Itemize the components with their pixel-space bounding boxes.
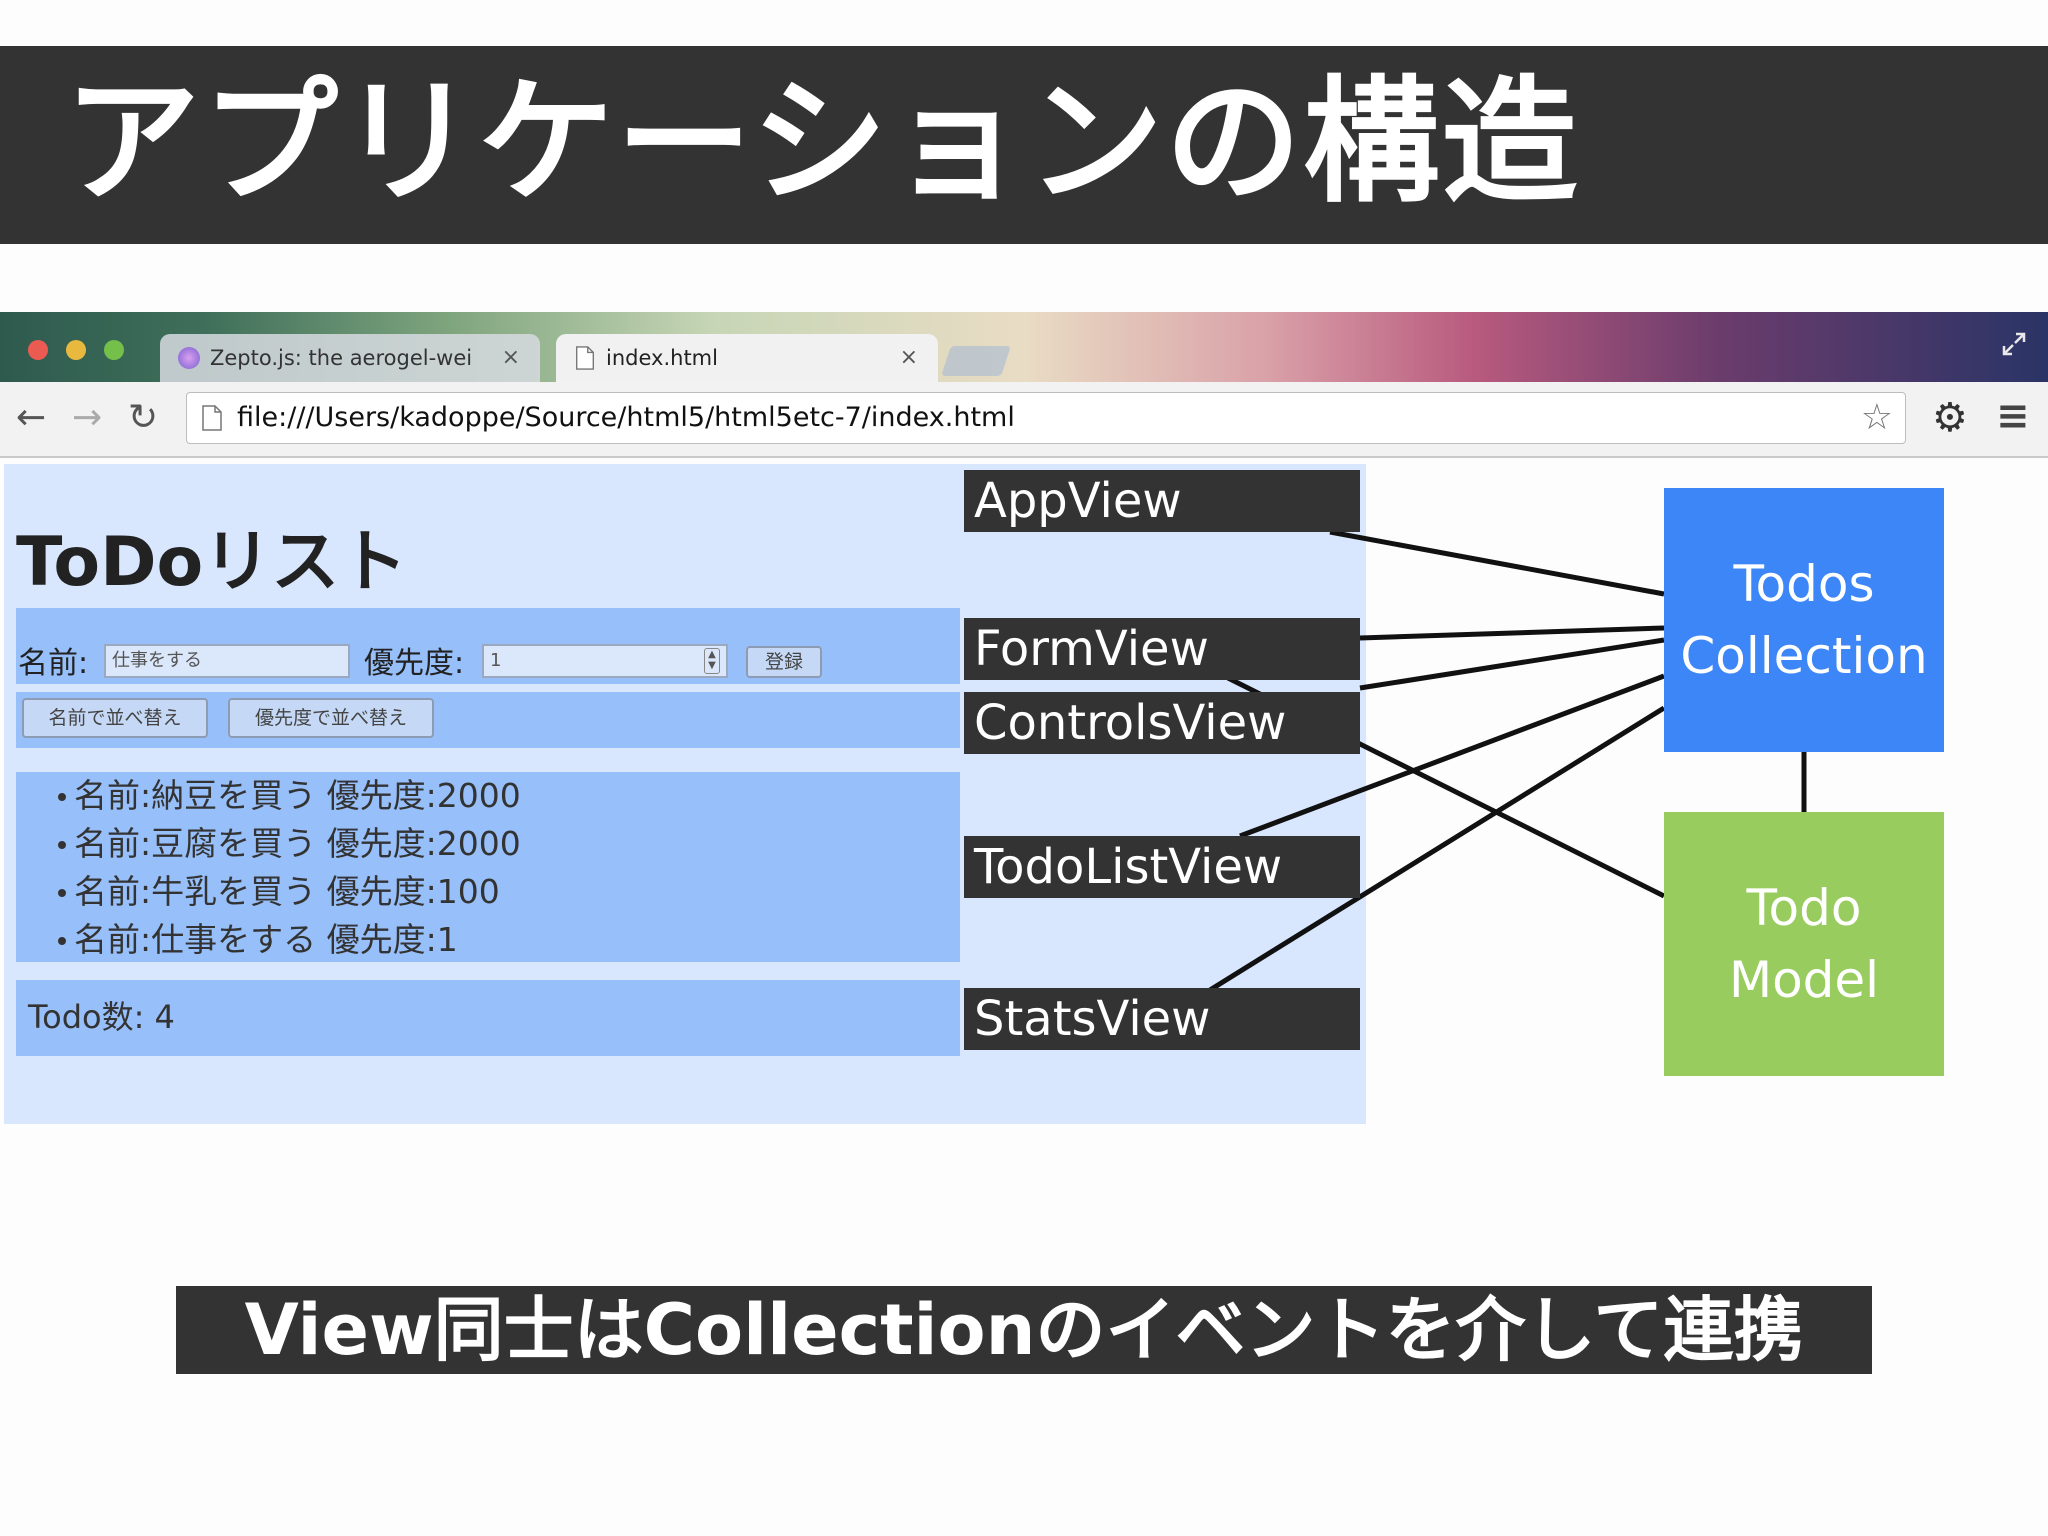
- priority-stepper[interactable]: 1 ▲▼: [482, 644, 728, 678]
- slide-caption: View同士はCollectionのイベントを介して連携: [176, 1286, 1872, 1374]
- model-box-line1: Todo: [1746, 879, 1862, 937]
- address-bar[interactable]: file:///Users/kadoppe/Source/html5/html5…: [186, 392, 1906, 444]
- appview-to-collection-line: [1329, 529, 1665, 597]
- sort-by-priority-button[interactable]: 優先度で並べ替え: [228, 698, 434, 738]
- url-text: file:///Users/kadoppe/Source/html5/html5…: [237, 402, 1015, 433]
- priority-label: 優先度:: [364, 646, 465, 681]
- tab-label: Zepto.js: the aerogel-wei: [210, 346, 473, 370]
- submit-button[interactable]: 登録: [746, 646, 822, 678]
- controlsview-to-collection-line: [1359, 637, 1665, 691]
- name-label: 名前:: [18, 646, 89, 681]
- name-input[interactable]: 仕事をする: [104, 644, 350, 678]
- controls-view-label: ControlsView: [964, 692, 1360, 754]
- back-icon[interactable]: ←: [16, 397, 47, 438]
- forward-icon[interactable]: →: [72, 397, 103, 438]
- bookmark-star-icon[interactable]: ☆: [1860, 397, 1893, 438]
- list-item: 名前:仕事をする 優先度:1: [58, 920, 458, 959]
- tab-index-html[interactable]: index.html ×: [556, 334, 938, 382]
- list-item: 名前:牛乳を買う 優先度:100: [58, 872, 500, 911]
- spinner-arrows-icon[interactable]: ▲▼: [704, 648, 720, 674]
- minimize-window-icon[interactable]: [66, 340, 86, 360]
- settings-gear-icon[interactable]: ⚙: [1932, 395, 1968, 441]
- statsview-to-collection-line: [1208, 705, 1666, 993]
- close-icon[interactable]: ×: [899, 345, 918, 370]
- list-item: 名前:納豆を買う 優先度:2000: [58, 776, 521, 815]
- fullscreen-icon[interactable]: [2000, 330, 2028, 358]
- controls-view-region: 名前で並べ替え 優先度で並べ替え: [16, 692, 960, 748]
- tab-zepto[interactable]: Zepto.js: the aerogel-wei ×: [160, 334, 540, 382]
- todo-count: Todo数: 4: [28, 998, 175, 1036]
- app-view-label: AppView: [964, 470, 1360, 532]
- page-icon: [202, 405, 222, 431]
- stats-view-region: Todo数: 4: [16, 980, 960, 1056]
- todos-collection-box: Todos Collection: [1664, 488, 1944, 752]
- close-icon[interactable]: ×: [501, 345, 520, 370]
- menu-icon[interactable]: ≡: [1996, 393, 2030, 439]
- close-window-icon[interactable]: [28, 340, 48, 360]
- page-title: ToDoリスト: [16, 523, 408, 602]
- browser-tab-strip: Zepto.js: the aerogel-wei × index.html ×: [0, 312, 2048, 382]
- collection-box-line1: Todos: [1733, 555, 1875, 613]
- formview-to-collection-line: [1359, 625, 1665, 641]
- zepto-favicon-icon: [178, 347, 200, 369]
- browser-toolbar: ← → ↻ file:///Users/kadoppe/Source/html5…: [0, 382, 2048, 458]
- list-item: 名前:豆腐を買う 優先度:2000: [58, 824, 521, 863]
- slide-title: アプリケーションの構造: [64, 64, 1580, 222]
- model-box-line2: Model: [1728, 951, 1880, 1009]
- stats-view-label: StatsView: [964, 988, 1360, 1050]
- reload-icon[interactable]: ↻: [128, 397, 159, 438]
- todo-list-view-label: TodoListView: [964, 836, 1360, 898]
- zoom-window-icon[interactable]: [104, 340, 124, 360]
- todolistview-to-collection-line: [1239, 673, 1665, 839]
- slide-title-bar: アプリケーションの構造: [0, 46, 2048, 244]
- page-icon: [576, 346, 594, 370]
- todo-model-box: Todo Model: [1664, 812, 1944, 1076]
- sort-by-name-button[interactable]: 名前で並べ替え: [22, 698, 208, 738]
- collection-box-line2: Collection: [1680, 627, 1928, 685]
- priority-value: 1: [490, 650, 502, 671]
- tab-label: index.html: [606, 346, 718, 370]
- form-view-region: 名前: 仕事をする 優先度: 1 ▲▼ 登録: [16, 608, 960, 684]
- todo-list-view-region: 名前:納豆を買う 優先度:2000 名前:豆腐を買う 優先度:2000 名前:牛…: [16, 772, 960, 962]
- form-view-label: FormView: [964, 618, 1360, 680]
